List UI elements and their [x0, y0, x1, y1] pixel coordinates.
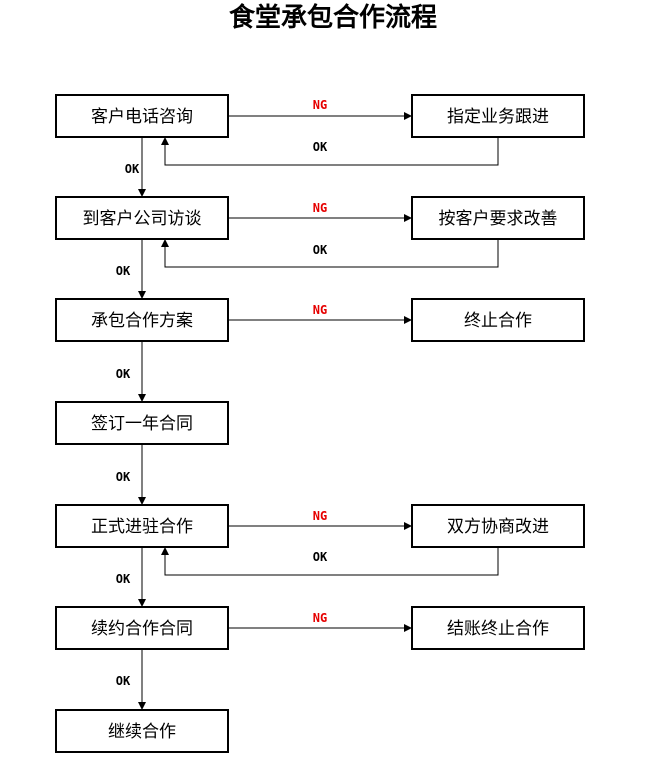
- side-label-1: 指定业务跟进: [447, 107, 549, 127]
- step-box-6: [55, 606, 229, 650]
- side-label-5: 结账终止合作: [447, 619, 549, 639]
- ng-label-5: NG: [313, 611, 327, 625]
- step-label-2: 到客户公司访谈: [83, 209, 202, 229]
- ok-label-down-1: OK: [125, 162, 140, 176]
- ok-return-label-1: OK: [313, 140, 328, 154]
- step-label-4: 签订一年合同: [91, 414, 193, 434]
- side-box-3: [411, 298, 585, 342]
- ng-label-1: NG: [313, 98, 327, 112]
- step-box-2: [55, 196, 229, 240]
- side-label-2: 按客户要求改善: [439, 209, 558, 229]
- ok-label-down-2: OK: [116, 264, 131, 278]
- page-title: 食堂承包合作流程: [229, 2, 437, 33]
- ok-return-label-3: OK: [313, 550, 328, 564]
- ok-return-arrow-2: [161, 239, 499, 268]
- step-box-1: [55, 94, 229, 138]
- side-label-3: 终止合作: [464, 311, 532, 331]
- ok-label-down-3: OK: [116, 367, 131, 381]
- step-label-7: 继续合作: [108, 722, 176, 742]
- ok-label-down-4: OK: [116, 470, 131, 484]
- ng-label-4: NG: [313, 509, 327, 523]
- ok-return-arrow-3: [161, 547, 499, 576]
- step-label-6: 续约合作合同: [91, 619, 193, 639]
- ok-label-down-5: OK: [116, 572, 131, 586]
- step-label-3: 承包合作方案: [91, 311, 193, 331]
- ng-label-3: NG: [313, 303, 327, 317]
- step-box-4: [55, 401, 229, 445]
- side-box-4: [411, 504, 585, 548]
- step-label-5: 正式进驻合作: [91, 517, 193, 537]
- step-label-1: 客户电话咨询: [91, 107, 193, 127]
- step-box-7: [55, 709, 229, 753]
- side-box-5: [411, 606, 585, 650]
- side-label-4: 双方协商改进: [447, 517, 549, 537]
- ok-return-label-2: OK: [313, 243, 328, 257]
- side-box-1: [411, 94, 585, 138]
- ok-label-down-6: OK: [116, 674, 131, 688]
- ng-label-2: NG: [313, 201, 327, 215]
- ok-return-arrow-1: [161, 137, 499, 166]
